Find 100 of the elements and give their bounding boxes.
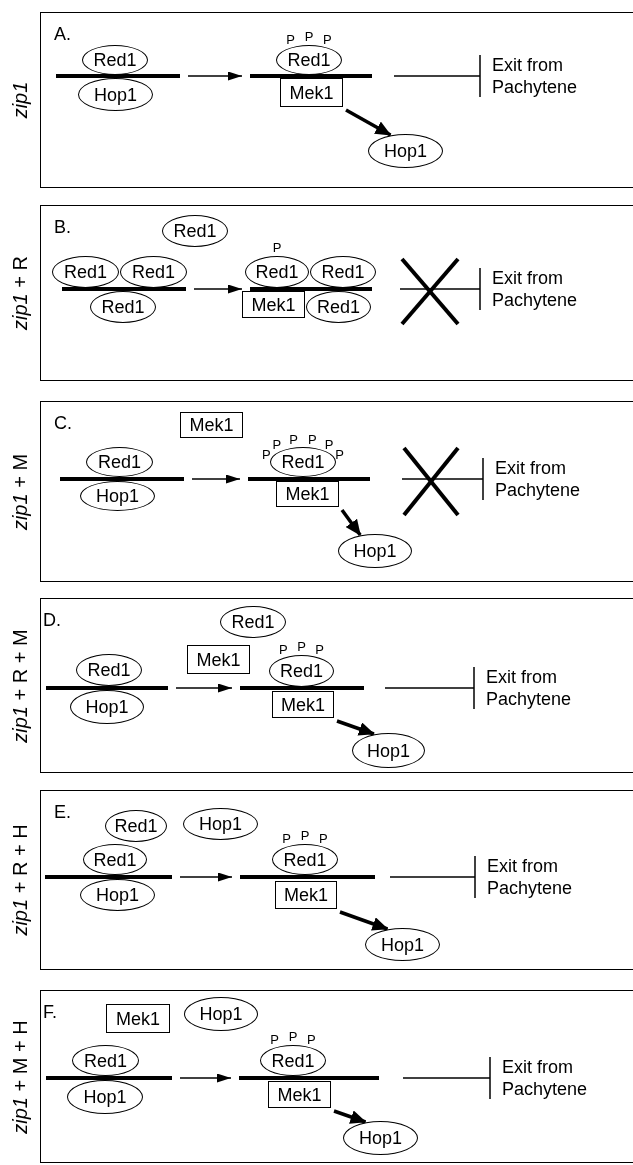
chromosome-bar [56, 74, 180, 78]
cross-mark [400, 257, 460, 326]
side-label: zip1 [9, 81, 31, 119]
protein-oval: Hop1 [184, 997, 258, 1031]
phosphate-label: P [335, 447, 344, 461]
arrow [175, 683, 233, 693]
chromosome-bar [46, 1076, 172, 1080]
phosphate-label: P [306, 1032, 316, 1046]
protein-oval: Hop1 [78, 78, 153, 111]
protein-oval: Hop1 [67, 1080, 143, 1114]
protein-oval: Red1 [105, 810, 167, 842]
arrow [339, 910, 389, 931]
phosphate-label: P [297, 639, 306, 653]
phosphate-label: P [270, 1032, 279, 1046]
side-label: zip1 + R + M [9, 628, 31, 743]
chromosome-bar [240, 875, 375, 879]
protein-oval: Hop1 [352, 733, 425, 768]
protein-box: Mek1 [180, 412, 243, 438]
protein-box: Mek1 [280, 78, 343, 107]
protein-box: Mek1 [276, 481, 339, 507]
protein-oval: Red1 [276, 45, 342, 75]
protein-oval: Red1 [90, 291, 156, 323]
inhibition-line [401, 457, 484, 501]
side-label: zip1 + R + H [9, 824, 31, 936]
phosphate-label: P [282, 831, 291, 845]
cross-mark [402, 446, 460, 517]
protein-oval: Red1 [269, 655, 334, 687]
chromosome-bar [248, 477, 370, 481]
protein-oval: Hop1 [338, 534, 412, 568]
protein-oval: Hop1 [80, 879, 155, 911]
panel-letter: B. [54, 217, 71, 237]
outcome-text: Exit from Pachytene [492, 54, 592, 98]
phosphate-label: P [318, 831, 328, 845]
arrow [333, 1109, 367, 1124]
arrow [179, 872, 233, 882]
protein-oval: Red1 [76, 654, 142, 686]
protein-oval: Hop1 [183, 808, 258, 840]
arrow [187, 71, 243, 81]
inhibition-line [399, 267, 481, 311]
side-label: zip1 + M [9, 453, 31, 530]
inhibition-line [393, 54, 481, 98]
phosphate-label: P [262, 447, 271, 461]
protein-oval: Red1 [260, 1045, 326, 1076]
phosphate-label: P [272, 240, 282, 254]
chromosome-bar [250, 287, 372, 291]
protein-oval: Red1 [162, 215, 228, 247]
arrow [193, 284, 243, 294]
protein-box: Mek1 [275, 881, 337, 909]
chromosome-bar [46, 686, 168, 690]
outcome-text: Exit from Pachytene [486, 666, 586, 710]
protein-oval: Hop1 [368, 134, 443, 168]
protein-oval: Hop1 [365, 928, 440, 961]
outcome-text: Exit from Pachytene [492, 267, 592, 311]
phosphate-label: P [322, 32, 332, 46]
protein-oval: Red1 [310, 256, 376, 288]
chromosome-bar [239, 1076, 379, 1080]
protein-box: Mek1 [242, 291, 305, 318]
arrow [179, 1073, 232, 1083]
chromosome-bar [45, 875, 172, 879]
inhibition-line [384, 666, 475, 710]
arrow [191, 474, 241, 484]
chromosome-bar [60, 477, 184, 481]
protein-oval: Red1 [52, 256, 119, 288]
chromosome-bar [250, 74, 372, 78]
panel-letter: C. [54, 413, 72, 433]
protein-oval: Hop1 [70, 690, 144, 724]
outcome-text: Exit from Pachytene [502, 1056, 602, 1100]
protein-box: Mek1 [272, 691, 334, 718]
phosphate-label: P [300, 828, 310, 842]
protein-oval: Hop1 [343, 1121, 418, 1155]
chromosome-bar [62, 287, 186, 291]
inhibition-line [402, 1056, 491, 1100]
phosphate-label: P [289, 432, 298, 446]
protein-box: Mek1 [106, 1004, 170, 1033]
protein-oval: Red1 [220, 606, 286, 638]
protein-oval: Red1 [86, 447, 153, 477]
protein-oval: Red1 [245, 256, 309, 288]
panel-letter: F. [43, 1002, 57, 1022]
protein-oval: Red1 [120, 256, 187, 288]
arrow [345, 108, 392, 137]
outcome-text: Exit from Pachytene [487, 855, 587, 899]
protein-oval: Hop1 [80, 481, 155, 511]
protein-oval: Red1 [83, 844, 147, 875]
phosphate-label: P [279, 642, 288, 656]
phosphate-label: P [286, 32, 295, 46]
side-label: zip1 + R [9, 256, 31, 330]
protein-box: Mek1 [268, 1081, 331, 1108]
panel-letter: A. [54, 24, 71, 44]
side-label: zip1 + M + H [9, 1019, 31, 1134]
protein-oval: Red1 [72, 1045, 139, 1076]
panel-letter: E. [54, 802, 71, 822]
chromosome-bar [240, 686, 364, 690]
phosphate-label: P [308, 432, 317, 446]
panel-letter: D. [43, 610, 61, 630]
arrow [336, 719, 375, 736]
phosphate-label: P [304, 29, 314, 43]
outcome-text: Exit from Pachytene [495, 457, 595, 501]
protein-oval: Red1 [272, 844, 338, 875]
protein-oval: Red1 [306, 291, 371, 323]
protein-oval: Red1 [82, 45, 148, 75]
